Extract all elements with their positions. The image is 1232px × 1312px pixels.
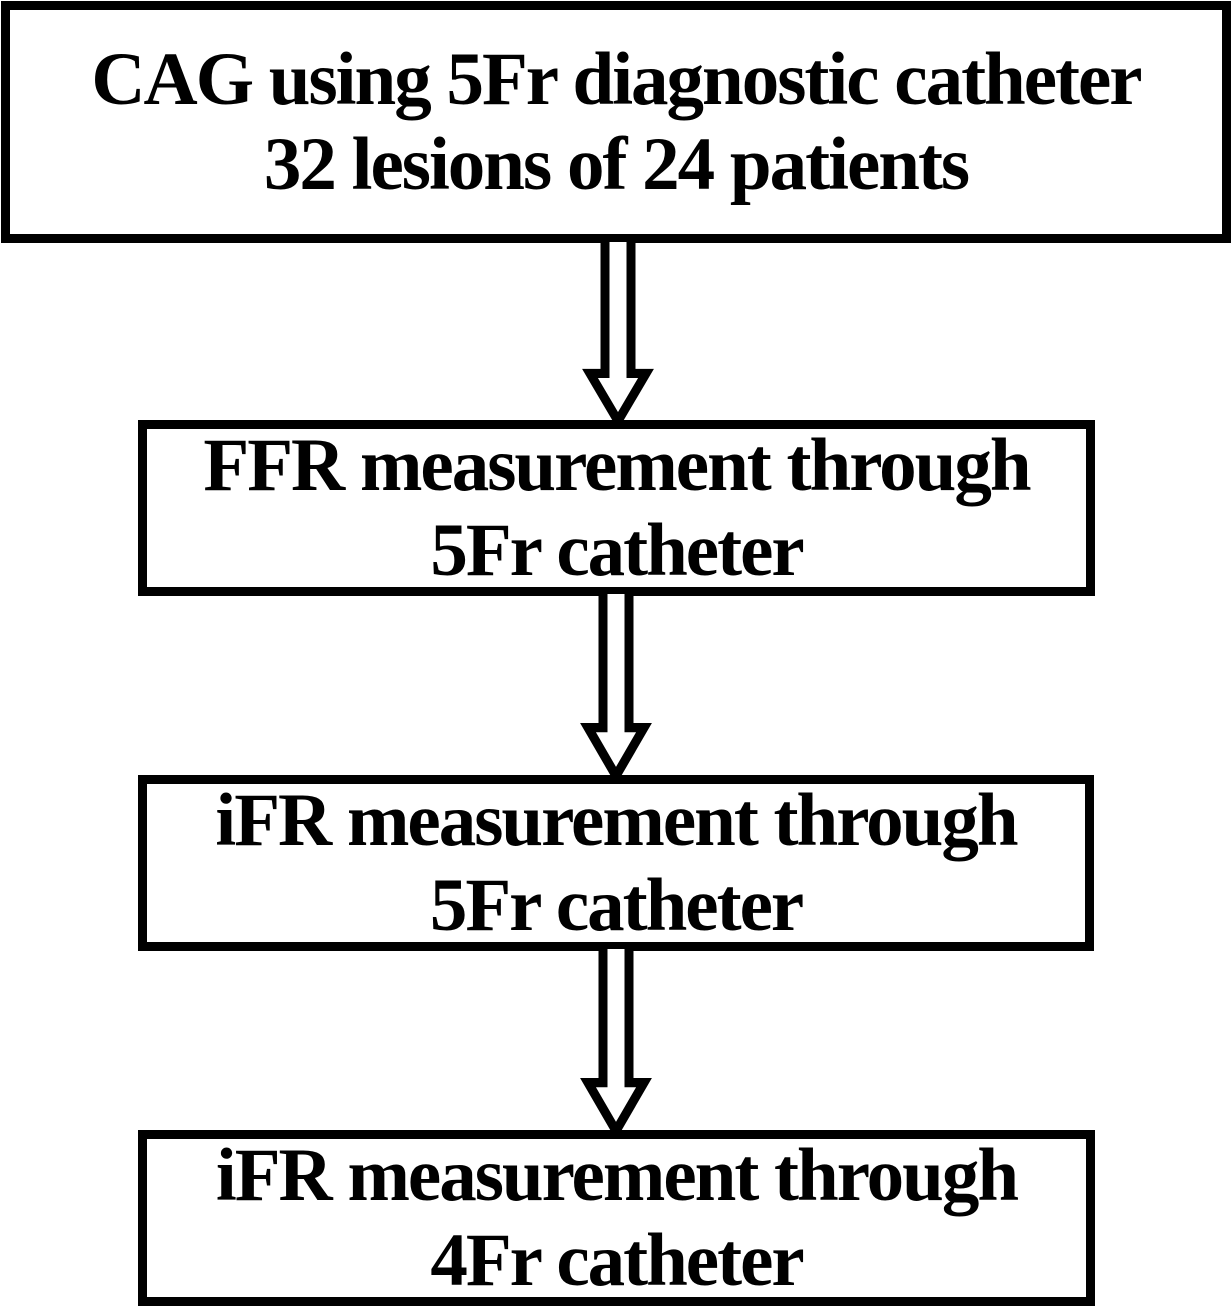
- box-text-line: iFR measurement through: [215, 1134, 1019, 1217]
- flowchart-box-ifr-4fr: iFR measurement through 4Fr catheter: [138, 1130, 1095, 1306]
- flowchart-box-cag: CAG using 5Fr diagnostic catheter 32 les…: [1, 1, 1231, 243]
- box-text-line: iFR measurement through: [215, 779, 1018, 862]
- flowchart-box-ffr-5fr: FFR measurement through 5Fr catheter: [138, 420, 1095, 596]
- box-text-line: CAG using 5Fr diagnostic catheter: [91, 38, 1142, 121]
- box-text-line: 5Fr catheter: [429, 864, 804, 947]
- box-text-line: 32 lesions of 24 patients: [263, 123, 970, 206]
- down-arrow-icon: [580, 594, 652, 779]
- down-arrow-icon: [582, 242, 654, 424]
- down-arrow-icon: [580, 949, 652, 1134]
- box-text-line: 4Fr catheter: [430, 1219, 804, 1302]
- box-text-line: FFR measurement through: [203, 424, 1031, 507]
- flowchart-box-ifr-5fr: iFR measurement through 5Fr catheter: [138, 775, 1094, 951]
- box-text-line: 5Fr catheter: [430, 509, 804, 592]
